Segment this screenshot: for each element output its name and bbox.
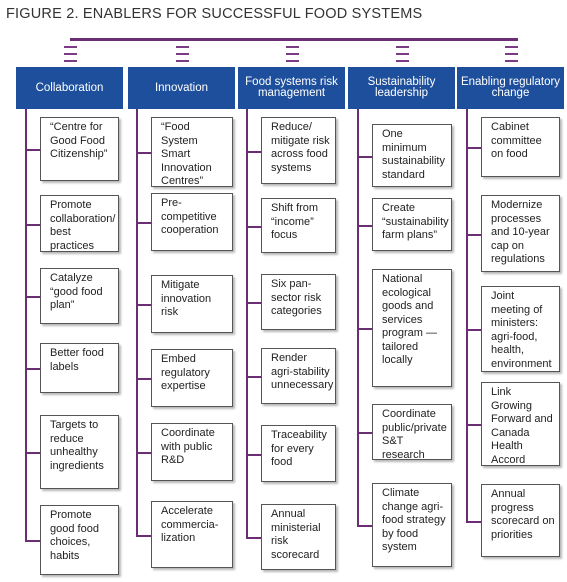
- spine-tick: [357, 432, 372, 434]
- spine-tick: [246, 537, 261, 539]
- spine-tick: [136, 152, 151, 154]
- column-header-4: Sustainability leadership: [348, 67, 455, 109]
- column-spine: [466, 109, 468, 522]
- column-header-3: Food systems risk management: [238, 67, 345, 109]
- connector-dash: [63, 60, 77, 62]
- spine-tick: [246, 376, 261, 378]
- spine-tick: [246, 302, 261, 304]
- item-box: Link Growing Forward and Canada Health A…: [481, 382, 560, 466]
- column-spine: [357, 109, 359, 526]
- item-box: Promote good food choices, habits: [40, 505, 119, 575]
- column-header-2: Innovation: [128, 67, 235, 109]
- item-box: Mitigate innovation risk: [151, 275, 233, 333]
- item-box: Cabinet committee on food: [481, 117, 560, 177]
- item-box: Create “sustainability farm plans”: [372, 198, 452, 251]
- spine-tick: [136, 304, 151, 306]
- item-box: Accelerate commercia-lization: [151, 501, 233, 568]
- spine-tick: [466, 233, 481, 236]
- item-box: Catalyze “good food plan”: [40, 268, 119, 324]
- connector-dash: [285, 46, 299, 48]
- spine-tick: [466, 329, 481, 331]
- item-box: National ecological goods and services p…: [372, 269, 452, 387]
- column-header-1: Collaboration: [16, 67, 123, 109]
- item-box: Promote collaboration/ best practices: [40, 195, 119, 252]
- spine-tick: [246, 453, 261, 456]
- item-box: “Food System Smart Innovation Centres”: [151, 117, 233, 187]
- top-connector-bar: [70, 38, 518, 41]
- item-box: Annual progress scorecard on priorities: [481, 484, 560, 557]
- item-box: Targets to reduce unhealthy ingredients: [40, 415, 119, 489]
- connector-dash: [175, 53, 189, 55]
- connector-dash: [395, 60, 409, 62]
- spine-tick: [466, 147, 481, 149]
- item-box: Render agri-stability unnecessary: [261, 348, 336, 404]
- connector-dash: [175, 60, 189, 62]
- spine-tick: [357, 155, 372, 158]
- connector-dash: [504, 46, 518, 48]
- spine-tick: [25, 540, 40, 542]
- item-box: “Centre for Good Food Citizenship”: [40, 117, 119, 181]
- column-spine: [136, 109, 138, 536]
- spine-tick: [136, 378, 151, 380]
- item-box: Pre-competitive cooperation: [151, 193, 233, 251]
- connector-dash: [504, 60, 518, 62]
- item-box: One minimum sustainability standard: [372, 124, 452, 187]
- spine-tick: [25, 296, 40, 298]
- column-spine: [246, 109, 248, 538]
- spine-tick: [136, 222, 151, 224]
- item-box: Traceability for every food: [261, 425, 336, 482]
- connector-dash: [395, 46, 409, 48]
- connector-dash: [285, 60, 299, 62]
- item-box: Reduce/ mitigate risk across food system…: [261, 117, 336, 184]
- item-box: Better food labels: [40, 343, 119, 393]
- item-box: Joint meeting of ministers: agri-food, h…: [481, 286, 560, 372]
- connector-dash: [395, 53, 409, 55]
- item-box: Climate change agri-food strategy by foo…: [372, 483, 452, 567]
- connector-dash: [285, 53, 299, 55]
- item-box: Shift from “income” focus: [261, 198, 336, 253]
- spine-tick: [357, 224, 372, 227]
- spine-tick: [246, 225, 261, 228]
- connector-dash: [504, 53, 518, 55]
- connector-dash: [63, 53, 77, 55]
- spine-tick: [25, 149, 40, 151]
- connector-dash: [63, 46, 77, 48]
- spine-tick: [25, 368, 40, 370]
- figure-title: FIGURE 2. ENABLERS FOR SUCCESSFUL FOOD S…: [6, 6, 423, 22]
- item-box: Annual ministerial risk scorecard: [261, 504, 336, 570]
- spine-tick: [25, 452, 40, 454]
- column-spine: [25, 109, 27, 541]
- spine-tick: [466, 424, 481, 426]
- spine-tick: [246, 150, 261, 153]
- spine-tick: [136, 534, 151, 537]
- spine-tick: [466, 520, 481, 523]
- item-box: Coordinate with public R&D: [151, 423, 233, 481]
- item-box: Six pan-sector risk categories: [261, 274, 336, 330]
- column-header-5: Enabling regulatory change: [457, 67, 564, 109]
- connector-dash: [175, 46, 189, 48]
- spine-tick: [357, 328, 372, 330]
- spine-tick: [25, 223, 40, 226]
- spine-tick: [357, 525, 372, 527]
- item-box: Modernize processes and 10-year cap on r…: [481, 195, 560, 272]
- item-box: Coordinate public/private S&T research: [372, 404, 452, 461]
- spine-tick: [136, 452, 151, 454]
- item-box: Embed regulatory expertise: [151, 349, 233, 407]
